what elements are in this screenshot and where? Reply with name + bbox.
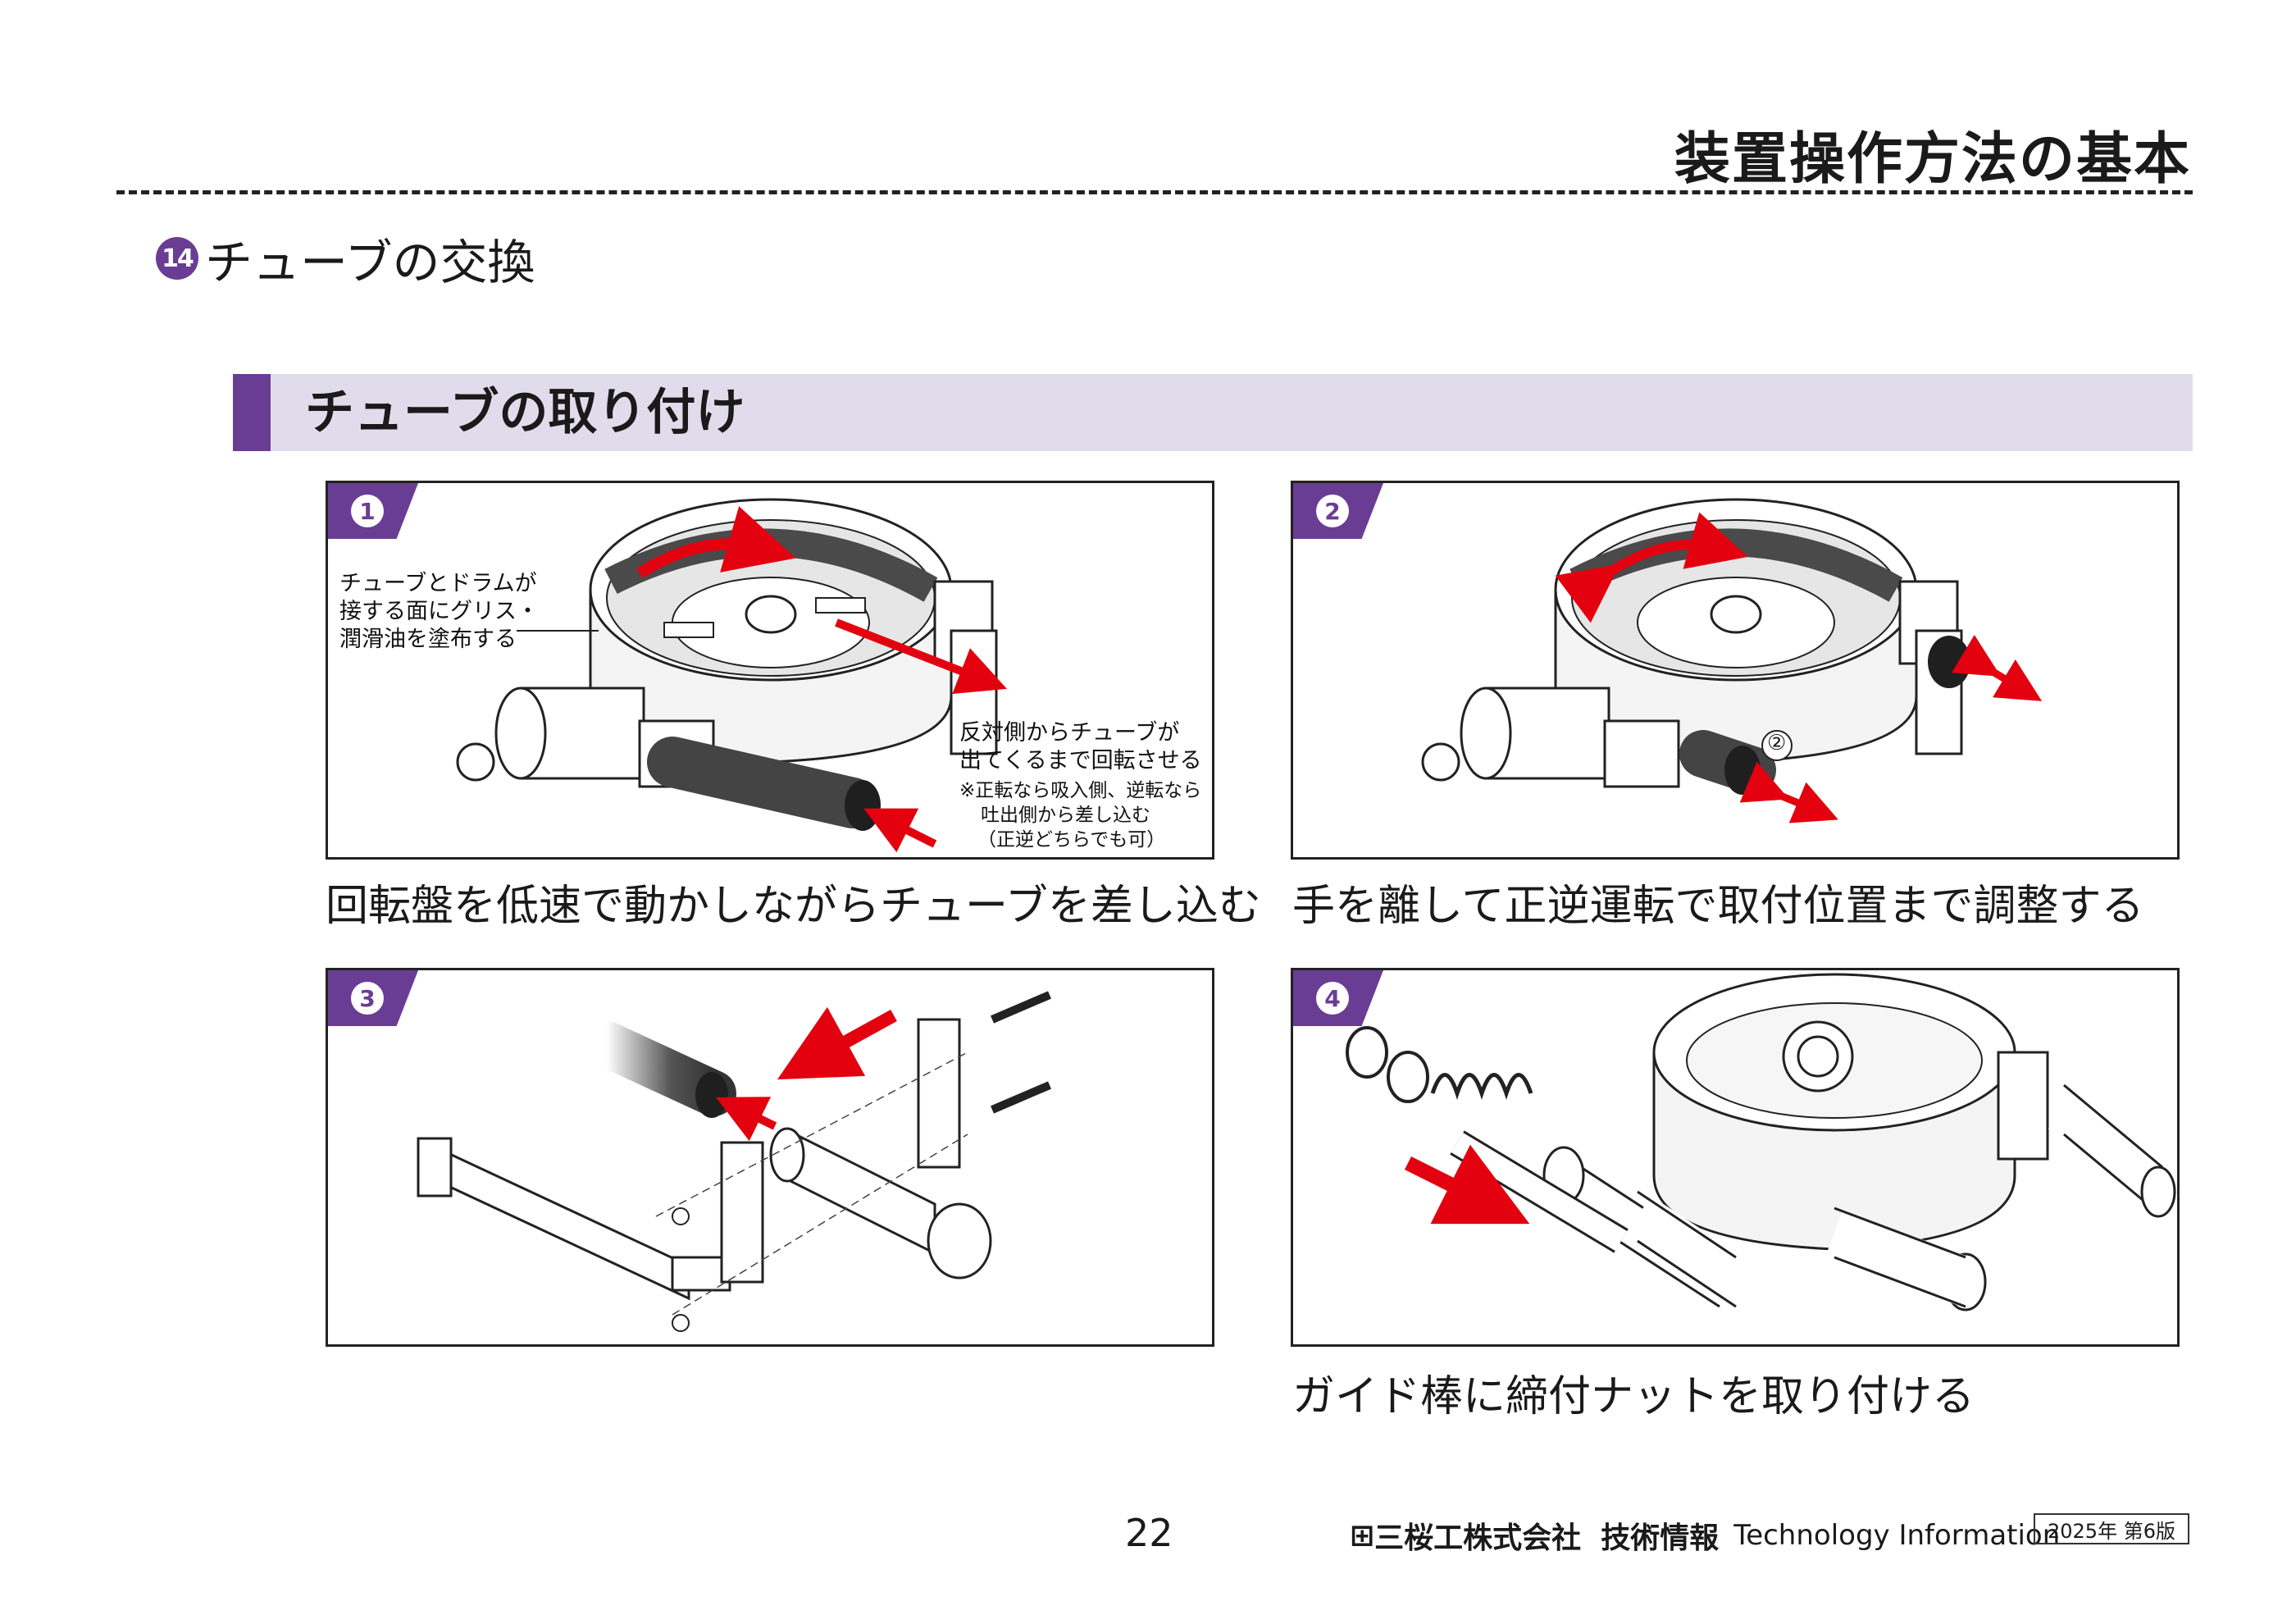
direction-note-line-1: ※正転なら吸入側、逆転なら: [959, 780, 1202, 801]
subsection-title: チューブの取り付け: [305, 384, 745, 441]
rotate-note-line-1: 反対側からチューブが: [959, 720, 1180, 746]
page-number: 22: [1125, 1511, 1173, 1555]
grease-note: チューブとドラムが 接する面にグリス・ 潤滑油を塗布する: [339, 570, 539, 654]
position-marker: ②: [1767, 731, 1787, 755]
step-2-number: 2: [1316, 495, 1349, 527]
grease-note-line-2: 接する面にグリス・: [339, 599, 539, 624]
tech-info-english: Technology Information: [1733, 1519, 2061, 1552]
step-4-caption: ガイド棒に締付ナットを取り付ける: [1292, 1372, 1975, 1421]
page-title: 装置操作方法の基本: [1674, 127, 2191, 192]
section-title: チューブの交換: [205, 235, 535, 290]
rotate-note: 反対側からチューブが 出てくるまで回転させる: [959, 719, 1202, 775]
brand-name: 三桜工株式会社: [1374, 1521, 1582, 1555]
section-number-badge: 14: [156, 237, 198, 280]
step-1-panel: 1 チューブとドラムが 接する面にグリス・ 潤滑油を塗布する 反対側からチューブ…: [326, 481, 1214, 860]
direction-note-line-3: （正逆どちらでも可）: [977, 829, 1166, 851]
step-2-panel: 2 ②: [1291, 481, 2180, 860]
grease-note-line-3: 潤滑油を塗布する: [339, 627, 517, 652]
section-heading: 14 チューブの交換: [156, 230, 535, 290]
step-3-number: 3: [351, 982, 384, 1015]
guide-rod-assembly-illustration: [417, 991, 1051, 1332]
step-4-panel: 4: [1291, 968, 2180, 1347]
header-divider: [116, 190, 2193, 194]
brand-logo-icon: ⊞: [1350, 1518, 1375, 1553]
subsection-accent: [233, 374, 271, 451]
footer-brand: ⊞ 三桜工株式会社 技術情報 Technology Information: [1350, 1514, 2060, 1557]
rotate-note-line-2: 出てくるまで回転させる: [959, 748, 1202, 773]
step-1-caption: 回転盤を低速で動かしながらチューブを差し込む: [326, 882, 1261, 931]
grease-note-line-1: チューブとドラムが: [339, 571, 537, 596]
tech-info-label: 技術情報: [1601, 1521, 1720, 1555]
subsection-band: [233, 374, 2193, 451]
step-2-caption: 手を離して正逆運転で取付位置まで調整する: [1292, 882, 2144, 931]
direction-note: ※正転なら吸入側、逆転なら 吐出側から差し込む （正逆どちらでも可）: [959, 778, 1201, 852]
step-3-panel: 3: [326, 968, 1214, 1347]
step-4-number: 4: [1316, 982, 1349, 1015]
pump-tube-insertion-illustration: [456, 498, 1007, 853]
edition-badge: 2025年 第6版: [2034, 1513, 2189, 1544]
nut-tightening-illustration: [1346, 973, 2177, 1312]
pump-position-adjust-illustration: [1421, 498, 2043, 823]
direction-note-line-2: 吐出側から差し込む: [981, 805, 1150, 826]
step-1-number: 1: [351, 495, 384, 527]
